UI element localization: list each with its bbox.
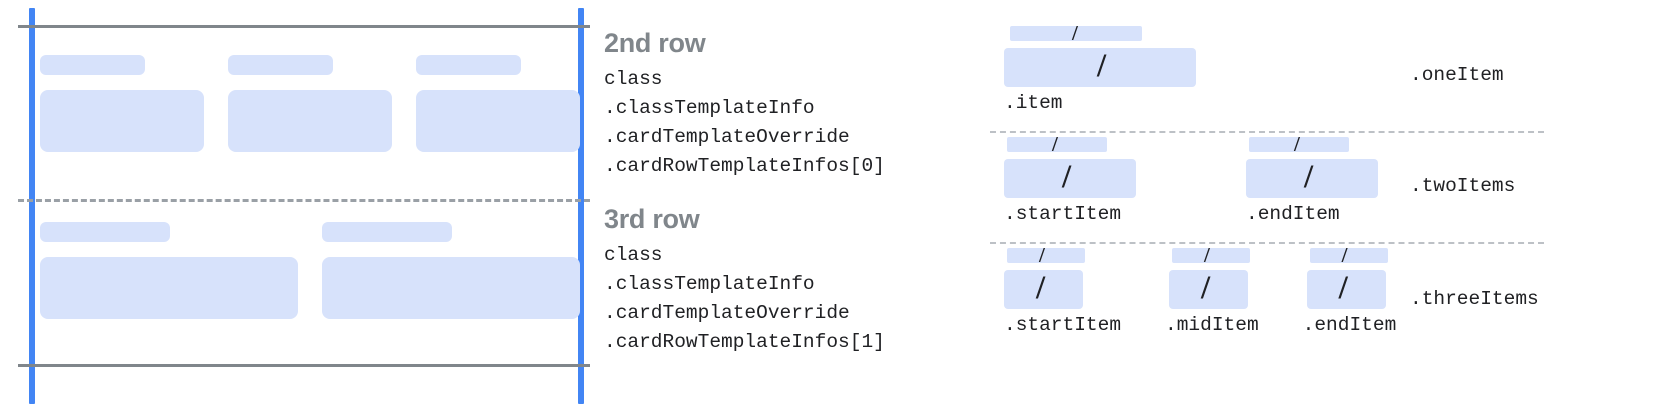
variant-cell-label: .startItem [1004, 203, 1122, 225]
row-title: 2nd row [604, 28, 706, 58]
placeholder-title-block [322, 222, 452, 242]
variant-cell-label: .endItem [1302, 314, 1397, 336]
row-code-line: .cardTemplateOverride [604, 301, 850, 324]
slash-icon: / [1201, 270, 1211, 306]
variant-cell: / / .item [1004, 21, 1196, 114]
variant-cell: / / .startItem [1004, 132, 1136, 225]
row-code-line: class [604, 68, 663, 91]
card-layout-preview [0, 0, 592, 412]
slash-icon: / [1062, 159, 1072, 195]
card-section-third-row [40, 222, 580, 319]
placeholder-title-block [416, 55, 521, 75]
row-code-line: .classTemplateInfo [604, 272, 815, 295]
slash-icon: / [1338, 270, 1348, 306]
slash-icon: / [1072, 21, 1078, 45]
placeholder-title-block [228, 55, 333, 75]
card-top-rule [18, 25, 590, 28]
variant-separator [990, 242, 1544, 244]
placeholder-title-block: / [1172, 243, 1251, 267]
placeholder-body-block [228, 90, 392, 152]
row-title: 3rd row [604, 204, 700, 234]
card-column [228, 55, 392, 152]
placeholder-body-block [40, 257, 298, 319]
row-description-third: 3rd row class .classTemplateInfo .cardTe… [604, 204, 885, 356]
variant-cell-label: .startItem [1004, 314, 1122, 336]
variant-name-label: .twoItems [1410, 175, 1516, 197]
slash-icon: / [1039, 243, 1045, 267]
slash-icon: / [1341, 243, 1348, 267]
placeholder-title-block [40, 222, 170, 242]
variant-cell: / / .endItem [1303, 243, 1397, 337]
row-code-line: .cardTemplateOverride [604, 125, 850, 148]
slash-icon: / [1052, 132, 1058, 156]
variant-cell-label: .item [1004, 92, 1063, 114]
card-row-divider [18, 199, 590, 202]
card-column [40, 55, 204, 152]
card-column [322, 222, 580, 319]
variant-cell-label: .midItem [1165, 314, 1259, 336]
card-bottom-rule [18, 364, 590, 367]
row-code-line: .classTemplateInfo [604, 96, 815, 119]
slash-icon: / [1204, 243, 1210, 267]
card-column [416, 55, 580, 152]
placeholder-title-block: / [1007, 132, 1107, 156]
placeholder-body-block [416, 90, 580, 152]
slash-icon: / [1036, 270, 1046, 306]
variant-one-item: / / .item .oneItem [990, 21, 1676, 130]
placeholder-title-block: / [1309, 243, 1388, 267]
placeholder-body-block: / [1246, 159, 1378, 198]
card-section-second-row [40, 55, 580, 152]
placeholder-title-block: / [1249, 132, 1349, 156]
variant-cells: / / .item [990, 21, 1196, 114]
placeholder-body-block [40, 90, 204, 152]
variant-cell-label: .endItem [1246, 203, 1340, 225]
placeholder-body-block [322, 257, 580, 319]
variant-cell: / / .startItem [1004, 243, 1122, 336]
variant-name-label: .threeItems [1410, 288, 1539, 310]
placeholder-title-block: / [1007, 243, 1085, 267]
row-code-line: .cardRowTemplateInfos[0] [604, 154, 885, 177]
card-right-guide-rail [578, 8, 584, 404]
variant-name-label: .oneItem [1410, 64, 1504, 86]
placeholder-body-block: / [1004, 159, 1136, 198]
row-template-variants: / / .item .oneItem / / .startItem [990, 0, 1676, 412]
variant-cell: / / .midItem [1165, 243, 1259, 337]
row-code-line: .cardRowTemplateInfos[1] [604, 330, 885, 353]
variant-cells: / / .startItem / / .endItem [1004, 132, 1378, 225]
variant-cells: / / .startItem / / .midItem / [1004, 243, 1397, 337]
placeholder-body-block: / [1004, 270, 1083, 309]
variant-cell: / / .endItem [1246, 132, 1378, 225]
row-description-second: 2nd row class .classTemplateInfo .cardTe… [604, 28, 885, 180]
variant-separator [990, 131, 1544, 133]
placeholder-body-block: / [1004, 48, 1196, 87]
slash-icon: / [1097, 48, 1107, 84]
card-left-guide-rail [29, 8, 35, 404]
slash-icon: / [1304, 159, 1314, 195]
row-code-line: class [604, 244, 663, 267]
variant-two-items: / / .startItem / / .endItem .twoItems [990, 132, 1676, 241]
placeholder-title-block: / [1010, 21, 1142, 45]
placeholder-body-block: / [1169, 270, 1249, 309]
variant-three-items: / / .startItem / / .midItem / [990, 243, 1676, 358]
card-column [40, 222, 298, 319]
placeholder-title-block [40, 55, 145, 75]
slash-icon: / [1294, 132, 1300, 156]
placeholder-body-block: / [1306, 270, 1386, 309]
